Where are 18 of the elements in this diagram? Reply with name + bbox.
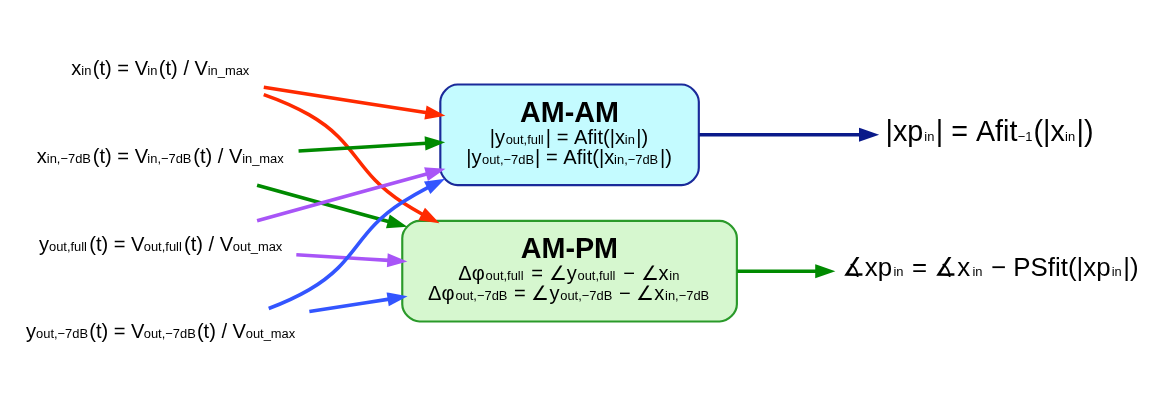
arrow: [699, 127, 880, 142]
node-box: AM-AM |yout,full| = Afit(|xin|) |yout,−7dB| = Afit(|xin,−7dB|): [439, 83, 700, 187]
node-box: AM-PM Δφout,full = ∠yout,full − ∠xin Δφout,−7dB = ∠yout,−7dB − ∠xin,−7dB: [401, 219, 738, 323]
arrow: [263, 85, 446, 120]
arrow: [256, 167, 446, 223]
arrow: [263, 92, 440, 224]
arrow: [296, 253, 408, 268]
node-text: yout,−7dB(t) = Vout,−7dB(t) / Vout_max: [26, 320, 296, 343]
arrow: [298, 136, 446, 153]
node-text: yout,full(t) = Vout,full(t) / Vout_max: [38, 232, 283, 255]
arrow: [268, 178, 446, 311]
arrow: [737, 264, 836, 279]
node-text: xin(t) = Vin(t) / Vin_max: [71, 57, 250, 80]
node-text: |xpin| = Afit−1(|xin|): [885, 114, 1094, 147]
node-text: xin,−7dB(t) = Vin,−7dB(t) / Vin_max: [36, 145, 284, 168]
node-text: ∡xpin = ∡xin − PSfit(|xpin|): [841, 253, 1139, 282]
arrow: [309, 292, 408, 314]
arrow: [256, 183, 408, 229]
